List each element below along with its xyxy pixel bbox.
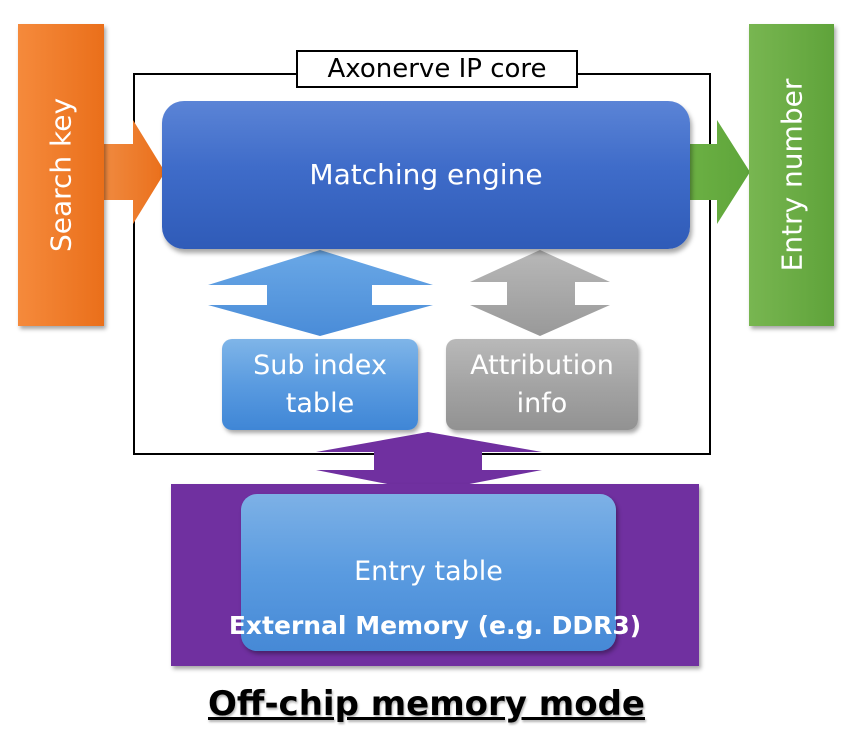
- attribution-info-block: Attribution info: [446, 339, 638, 430]
- entry-table-label: Entry table: [354, 556, 503, 587]
- sub-index-double-arrow: [208, 250, 433, 336]
- search-key-block: Search key: [18, 24, 104, 326]
- attribution-label-line1: Attribution: [470, 349, 614, 381]
- search-key-label: Search key: [44, 97, 78, 253]
- matching-engine-block: Matching engine: [162, 101, 690, 249]
- diagram-caption: Off-chip memory mode: [208, 684, 645, 724]
- matching-engine-label: Matching engine: [309, 158, 543, 191]
- sub-index-label-line1: Sub index: [253, 349, 387, 381]
- entry-number-label: Entry number: [775, 78, 808, 272]
- sub-index-label-line2: table: [285, 387, 355, 419]
- input-arrow: [103, 120, 165, 224]
- attribution-double-arrow: [470, 250, 610, 336]
- output-arrow: [688, 120, 750, 224]
- ip-core-label: Axonerve IP core: [296, 50, 578, 88]
- memory-double-arrow: [316, 432, 542, 492]
- attribution-label-line2: info: [516, 387, 568, 419]
- external-memory-label: External Memory (e.g. DDR3): [228, 611, 642, 640]
- entry-table-block: [241, 494, 616, 651]
- entry-number-block: Entry number: [749, 24, 834, 326]
- sub-index-table-block: Sub index table: [222, 339, 418, 430]
